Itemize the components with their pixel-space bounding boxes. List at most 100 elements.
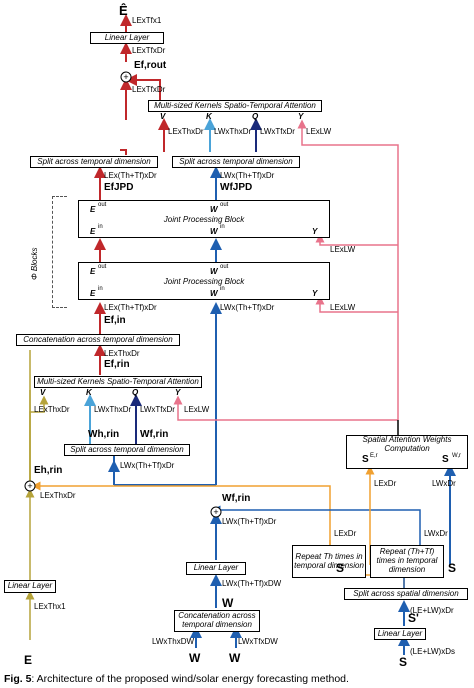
dim-concat: LExThxDr (104, 349, 140, 358)
jpb2-w-out: W (210, 267, 218, 276)
dim-rep-r: LWxDr (424, 529, 448, 538)
jpb2-w-in: W (210, 289, 218, 298)
dim-k: LWxThxDr (214, 127, 252, 136)
dim-wf-in: LWx(Th+Tf)xDr (222, 517, 277, 526)
dim-jpb-win: LWx(Th+Tf)xDr (220, 303, 275, 312)
s-e-r-left: S (336, 561, 345, 575)
s-prime: S' (408, 611, 419, 625)
jpb-2-title: Joint Processing Block (163, 277, 245, 286)
label-w-f-rin: Wf,rin (140, 429, 169, 440)
repeat-th: Repeat Th times in temporal dimension (292, 545, 366, 578)
repeat-th-tf: Repeat (Th+Tf) times in temporal dimensi… (370, 545, 444, 578)
w-f-input: W (229, 651, 241, 665)
dim-splitb: LWx(Th+Tf)xDr (120, 461, 175, 470)
dim-jpb-y2: LExLW (330, 303, 356, 312)
caption-text: : Architecture of the proposed wind/sola… (31, 673, 349, 685)
dim-out-top: LExTfx1 (132, 16, 162, 25)
label-e-f-jpd: EfJPD (104, 182, 134, 193)
label-e-f-rout: Ef,rout (134, 60, 167, 71)
jpb2-in-sup: in (98, 286, 103, 292)
spatial-attention-weights: Spatial Attention Weights Computation (346, 435, 468, 469)
label-w-h-rin: Wh,rin (88, 429, 120, 440)
jpb2-win-sup: in (220, 286, 225, 292)
mk-attention-bottom: Multi-sized Kernels Spatio-Temporal Atte… (34, 376, 202, 388)
port-k-bottom: K (86, 388, 92, 397)
dim-lin-mid: LWx(Th+Tf)xDW (222, 579, 282, 588)
dim-v: LExThxDr (168, 127, 204, 136)
dim-jpb-y1: LExLW (330, 245, 356, 254)
port-y-top: Y (298, 112, 304, 121)
jpb2-e-out: E (90, 267, 96, 276)
jpb1-w-out: W (210, 205, 218, 214)
s-w-r-sup: W,r (452, 453, 461, 459)
port-k-top: K (206, 112, 212, 121)
jpb1-out-sup: out (98, 202, 107, 208)
jpb2-y: Y (312, 289, 318, 298)
svg-text:+: + (213, 507, 218, 517)
e-hat-output: Ê (119, 3, 128, 18)
s-w-r-right: S (448, 561, 457, 575)
dim-mkb-q: LWxTfxDr (140, 405, 175, 414)
label-w-f-jpd: WfJPD (220, 182, 253, 193)
dim-concat-mid-r: LWxTfxDW (238, 637, 278, 646)
mk-attention-top: Multi-sized Kernels Spatio-Temporal Atte… (148, 100, 322, 112)
dim-jpb-ein: LEx(Th+Tf)xDr (104, 303, 157, 312)
dim-mkb-k: LWxThxDr (94, 405, 132, 414)
figure-caption: Fig. 5: Architecture of the proposed win… (4, 673, 349, 685)
joint-processing-block-1: Joint Processing Block (78, 200, 330, 238)
s-e-r-sup: E,r (370, 453, 378, 459)
split-temporal-left: Split across temporal dimension (30, 156, 158, 168)
dim-ejpd: LEx(Th+Tf)xDr (104, 171, 157, 180)
svg-text:+: + (123, 72, 128, 82)
dim-wjpd: LWx(Th+Tf)xDr (220, 171, 275, 180)
split-temporal-bottom: Split across temporal dimension (64, 444, 190, 456)
s-input: S (399, 655, 408, 669)
dim-split-sp: (LE+LW)xDr (410, 606, 454, 615)
e-h-input: E (24, 653, 33, 667)
dim-concat-mid-l: LWxThxDW (152, 637, 195, 646)
dim-eh: LExThxDr (40, 491, 76, 500)
jpb2-wout-sup: out (220, 264, 229, 270)
dim-mkb-y: LExLW (184, 405, 210, 414)
caption-prefix: Fig. 5 (4, 673, 32, 685)
linear-layer-right: Linear Layer (374, 628, 426, 640)
dim-lin-left: LExThx1 (34, 602, 66, 611)
label-e-f-rin: Ef,rin (104, 359, 130, 370)
s-w-r-port: S (442, 454, 449, 465)
port-q-top: Q (252, 112, 259, 121)
w-embedded: W (222, 596, 234, 610)
joint-processing-block-2: Joint Processing Block (78, 262, 330, 300)
jpb1-in-sup: in (98, 224, 103, 230)
w-h-input: W (189, 651, 201, 665)
phi-blocks-brace (52, 196, 67, 308)
jpb1-e-out: E (90, 205, 96, 214)
port-y-bottom: Y (175, 388, 181, 397)
dim-sw: LWxDr (432, 479, 456, 488)
concat-temporal-mid: Concatenation across temporal dimension (174, 610, 260, 632)
port-v-bottom: V (40, 388, 46, 397)
dim-q: LWxTfxDr (260, 127, 295, 136)
dim-d2: LExTfxDr (132, 85, 166, 94)
dim-se: LExDr (374, 479, 397, 488)
split-spatial: Split across spatial dimension (344, 588, 468, 600)
port-v-top: V (160, 112, 166, 121)
jpb2-e-in: E (90, 289, 96, 298)
s-e-r-port: S (362, 454, 369, 465)
label-e-h-rin: Eh,rin (34, 465, 63, 476)
label-w-f-rin-mid: Wf,rin (222, 493, 251, 504)
dim-d1: LExTfxDr (132, 46, 166, 55)
label-e-f-in: Ef,in (104, 315, 126, 326)
jpb1-wout-sup: out (220, 202, 229, 208)
dim-y: LExLW (306, 127, 332, 136)
jpb1-y: Y (312, 227, 318, 236)
phi-blocks-label: Φ Blocks (30, 247, 39, 280)
jpb-1-title: Joint Processing Block (163, 215, 245, 224)
dim-s: (LE+LW)xDs (410, 647, 455, 656)
linear-layer-left: Linear Layer (4, 580, 56, 593)
split-temporal-right: Split across temporal dimension (172, 156, 300, 168)
jpb1-win-sup: in (220, 224, 225, 230)
port-q-bottom: Q (132, 388, 139, 397)
svg-text:+: + (27, 481, 32, 491)
linear-layer-mid: Linear Layer (186, 562, 246, 575)
